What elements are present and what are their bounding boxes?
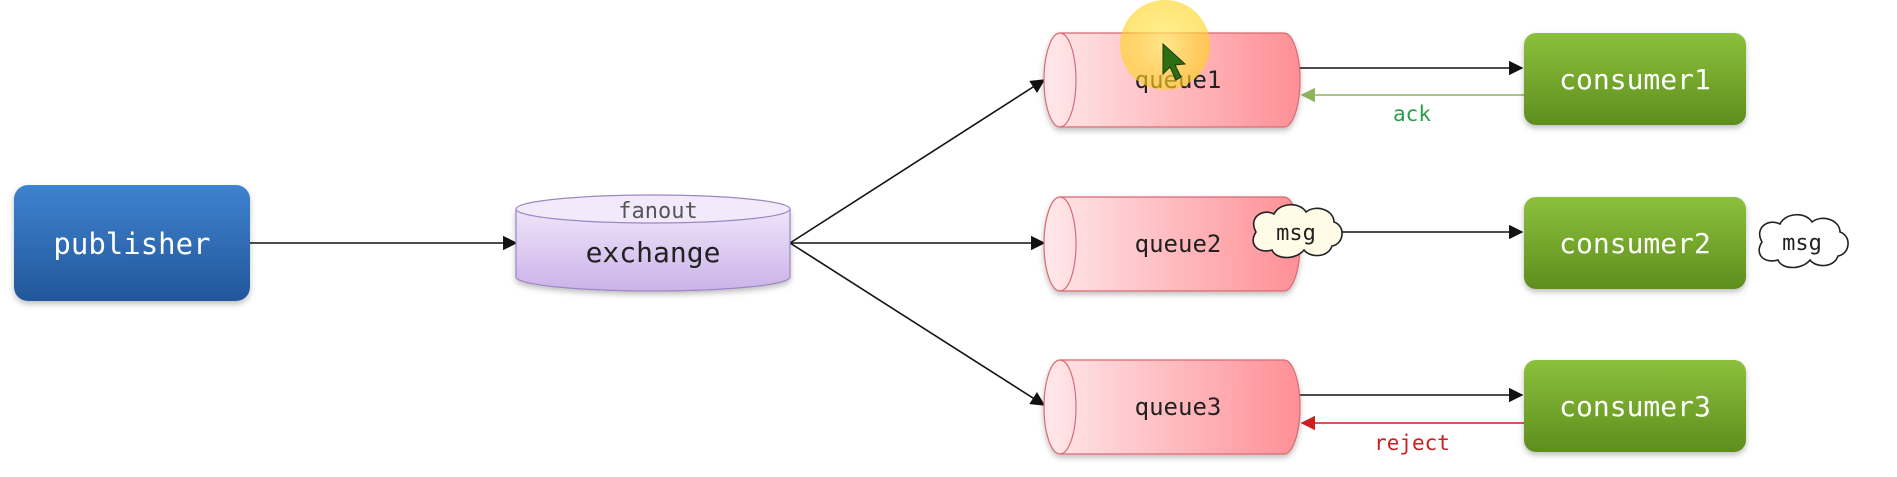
msg-cloud-queue2: msg	[1252, 203, 1343, 259]
reject-label: reject	[1374, 431, 1450, 455]
msg-label-queue2: msg	[1276, 221, 1316, 246]
msg-label-consumer2: msg	[1782, 231, 1822, 256]
publisher-label: publisher	[53, 227, 210, 261]
arrow-exchange-queue3	[789, 242, 1046, 406]
msg-cloud-consumer2: msg	[1758, 213, 1849, 269]
consumer3-node: consumer3	[1524, 360, 1746, 452]
exchange-label: exchange	[586, 236, 721, 269]
queue3-label: queue3	[1135, 393, 1222, 421]
publisher-node: publisher	[14, 185, 250, 301]
queue2-node: queue2	[1043, 196, 1301, 292]
exchange-type-label: fanout	[618, 199, 697, 224]
cursor-pointer-icon	[1120, 0, 1210, 90]
consumer1-node: consumer1	[1524, 33, 1746, 125]
queue2-label: queue2	[1135, 230, 1222, 258]
consumer2-node: consumer2	[1524, 197, 1746, 289]
consumer1-label: consumer1	[1559, 63, 1711, 96]
arrow-exchange-queue1	[789, 79, 1046, 244]
exchange-node: fanout exchange	[515, 194, 791, 292]
consumer2-label: consumer2	[1559, 227, 1711, 260]
consumer3-label: consumer3	[1559, 390, 1711, 423]
queue3-node: queue3	[1043, 359, 1301, 455]
ack-label: ack	[1393, 102, 1431, 126]
